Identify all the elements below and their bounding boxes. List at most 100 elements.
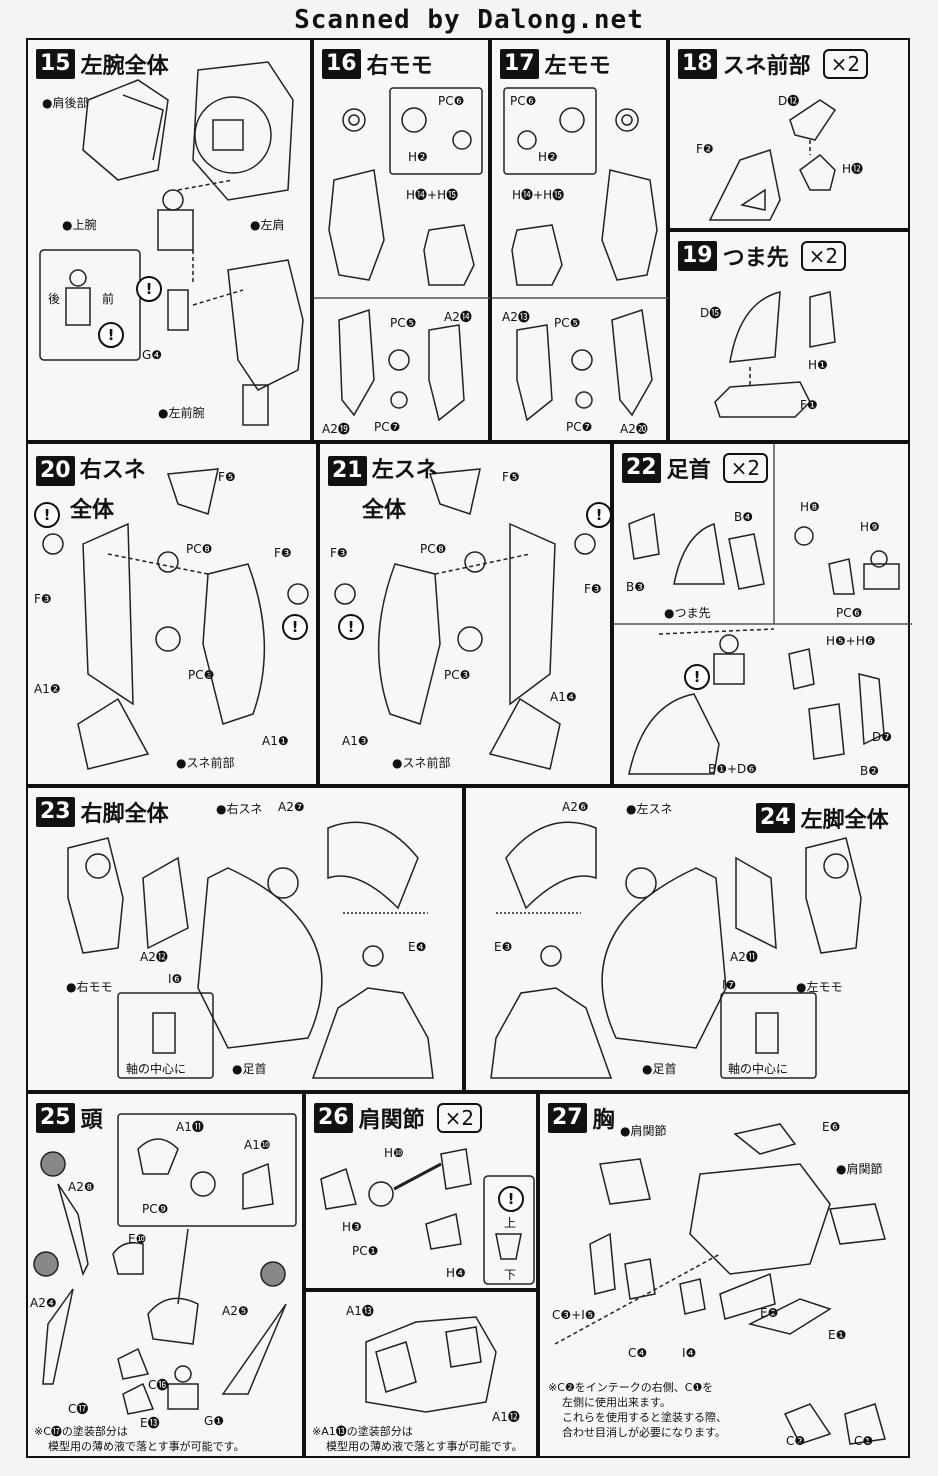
step-21-panel: 21 左スネ 全体 F❺ PC❽ F❸ F❸ ! ! PC❸ A1❹ A1❸ ●…	[318, 442, 612, 786]
caution-icon: !	[338, 614, 364, 640]
step-25-title: 25 頭	[36, 1102, 103, 1134]
label-front: 前	[102, 292, 115, 306]
step-title: 右モモ	[366, 54, 433, 79]
label-pc-o: PC❻	[510, 94, 537, 108]
shin-front-drawing	[708, 99, 837, 221]
note-line: 左側に使用出来ます。	[562, 1396, 671, 1409]
step-18-panel: 18 スネ前部 ×2 D⓬ F❷ H⓬	[668, 38, 910, 230]
caution-icon: !	[98, 322, 124, 348]
note-line: ※C❷をインテークの右側、C❶を	[548, 1381, 714, 1394]
step-title: 胸	[592, 1108, 615, 1133]
label-upper: 上	[504, 1216, 517, 1230]
label-ankle: ●足首	[232, 1062, 267, 1076]
label-part-a1-12: A1⓬	[492, 1410, 520, 1424]
step-17-panel: 17 左モモ PC❻ H❷ H⓮+H⓯ A2⓭ PC❺ PC❼ A2⓴	[490, 38, 670, 442]
step-16-panel: 16 右モモ PC❻ H❷ H⓮+H⓯ PC❺ A2⓮ A2⓳ PC❼	[312, 38, 492, 442]
step-27-panel: 27 胸 ●肩関節 E❻ ●肩関節 C❸+I❺ C❹ I❹ E❷ E❶ ※C❷を…	[538, 1092, 910, 1458]
label-back: 後	[48, 292, 61, 306]
label-part-h12: H⓬	[842, 162, 864, 176]
step-number: 22	[622, 453, 661, 483]
label-shoulder-joint: ●肩関節	[620, 1124, 667, 1138]
label-part-a2-8: A2❽	[68, 1180, 95, 1194]
step-18-title: 18 スネ前部 ×2	[678, 48, 869, 80]
label-left-shoulder: ●左肩	[250, 218, 285, 232]
label-part-d7: D❼	[872, 730, 892, 744]
label-part-f3-left: F❸	[34, 592, 52, 606]
left-arm-assembly-drawing	[39, 61, 304, 426]
caution-icon: !	[34, 502, 60, 528]
label-part-f3-right: F❸	[584, 582, 602, 596]
step-number: 20	[36, 456, 75, 486]
step-21-title: 21 左スネ 全体	[328, 452, 438, 524]
label-part-i4: I❹	[682, 1346, 697, 1360]
label-part-f3-right: F❸	[274, 546, 292, 560]
label-part-a1-11: A1⓫	[176, 1120, 204, 1134]
step-22-panel: 22 足首 ×2 B❹ B❸ ●つま先 H❽ H❾ PC❻ H❺+H❻ ! D❼…	[612, 442, 912, 786]
step-number: 16	[322, 49, 361, 79]
label-shin-front: ●スネ前部	[176, 756, 235, 770]
label-shoulder-joint: ●肩関節	[836, 1162, 883, 1176]
step-title: 左スネ	[371, 458, 438, 483]
label-part-g1: G❶	[204, 1414, 225, 1428]
label-part-a2-19: A2⓳	[322, 422, 350, 436]
label-part-a2-7: A2❼	[278, 800, 305, 814]
step-number: 21	[328, 456, 367, 486]
step-17-title: 17 左モモ	[500, 48, 611, 80]
label-left-forearm: ●左前腕	[158, 406, 205, 420]
label-part-h14-h15: H⓮+H⓯	[406, 188, 459, 202]
head-drawing	[33, 1113, 297, 1415]
left-shin-drawing	[334, 468, 596, 770]
label-part-a1-4: A1❹	[550, 690, 577, 704]
label-part-d15: D⓯	[700, 306, 722, 320]
quantity-badge: ×2	[800, 241, 847, 271]
step-20-panel: 20 右スネ 全体 F❺ PC❽ F❸ F❸ ! ! PC❸ A1❷ A1❶ ●…	[26, 442, 318, 786]
step-number: 25	[36, 1103, 75, 1133]
note-line: ※A1⓭の塗装部分は	[312, 1425, 413, 1438]
label-part-h2: H❷	[538, 150, 558, 164]
label-part-a2-12: A2⓬	[140, 950, 168, 964]
label-part-e10: E❿	[128, 1232, 147, 1246]
label-part-g4: G❹	[142, 348, 163, 362]
step-20-title: 20 右スネ 全体	[36, 452, 146, 524]
right-leg-drawing	[67, 821, 434, 1079]
step-title: 右スネ	[79, 458, 146, 483]
caution-icon: !	[586, 502, 612, 528]
step-title: スネ前部	[722, 54, 811, 79]
step-26-panel: 26 肩関節 ×2 H❿ H❸ PC❶ H❹ ! 上 下	[304, 1092, 538, 1290]
step-title: 肩関節	[358, 1108, 425, 1133]
step-number: 23	[36, 797, 75, 827]
label-part-f5: F❺	[218, 470, 236, 484]
label-pc-o: PC❻	[438, 94, 465, 108]
label-pc-c: PC❸	[188, 668, 215, 682]
step-number: 26	[314, 1103, 353, 1133]
label-pc-f: PC❻	[836, 606, 863, 620]
note-line: 合わせ目消しが必要になります。	[562, 1426, 726, 1439]
step-title: 左脚全体	[800, 808, 889, 833]
label-pc-m: PC❼	[566, 420, 593, 434]
label-part-h14-h15: H⓮+H⓯	[512, 188, 565, 202]
step-24-title: 24 左脚全体	[756, 802, 889, 834]
step-19-title: 19 つま先 ×2	[678, 240, 847, 272]
chest-drawing	[554, 1123, 886, 1445]
step-title-line-2: 全体	[362, 498, 407, 523]
label-part-c2: C❷	[786, 1434, 806, 1448]
label-pc-m: PC❼	[374, 420, 401, 434]
label-part-a1-2: A1❷	[34, 682, 61, 696]
label-right-shin: ●右スネ	[216, 802, 263, 816]
label-part-c3-i5: C❸+I❺	[552, 1308, 596, 1322]
right-thigh-drawing	[314, 87, 492, 422]
step-26-title: 26 肩関節 ×2	[314, 1102, 483, 1134]
note-line: 模型用の薄め液で落とす事が可能です。	[326, 1440, 523, 1453]
label-part-a1-1: A1❶	[262, 734, 289, 748]
step-24-panel: 24 左脚全体 A2❻ ●左スネ E❸ A2⓫ I❼ ●左モモ ●足首 軸の中心…	[464, 786, 910, 1092]
label-left-shin: ●左スネ	[626, 802, 673, 816]
step-number: 18	[678, 49, 717, 79]
step-25-panel: 25 頭 A2❽ A1⓫ A1❿ PC❾ E❿ A2❹ A2❺ C⓰ C⓱ E⓭…	[26, 1092, 304, 1458]
caution-icon: !	[498, 1186, 524, 1212]
label-part-h5-h6: H❺+H❻	[826, 634, 876, 648]
step-19-panel: 19 つま先 ×2 D⓯ H❶ F❶	[668, 230, 910, 442]
label-part-a1-3: A1❸	[342, 734, 369, 748]
label-part-b3: B❸	[626, 580, 645, 594]
label-pc-h: PC❾	[142, 1202, 169, 1216]
label-part-h3: H❸	[342, 1220, 362, 1234]
